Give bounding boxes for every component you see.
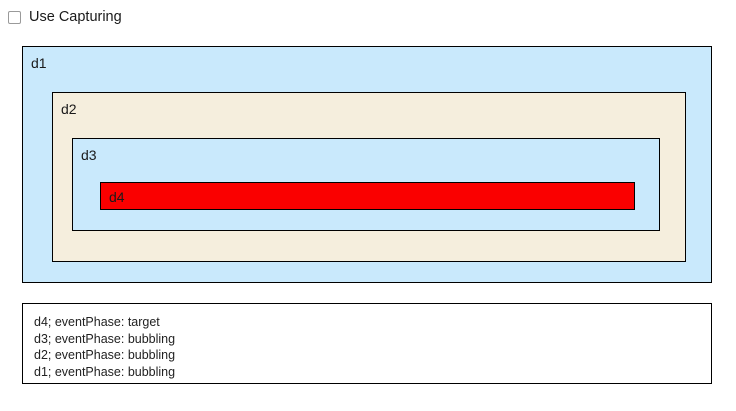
log-line: d3; eventPhase: bubbling bbox=[34, 331, 176, 346]
box-d3-label: d3 bbox=[81, 147, 97, 163]
box-d4-label: d4 bbox=[109, 189, 125, 205]
log-line: d2; eventPhase: bubbling bbox=[34, 348, 176, 362]
log-line: d4; eventPhase: target bbox=[34, 315, 160, 329]
use-capturing-label: Use Capturing bbox=[29, 8, 122, 25]
box-d3[interactable]: d3 d4 bbox=[72, 138, 660, 231]
box-d1-label: d1 bbox=[31, 55, 47, 71]
checkbox-unchecked-icon[interactable] bbox=[8, 10, 21, 24]
log-line: d1; eventPhase: bubbling bbox=[34, 364, 176, 379]
event-log-panel: d4; eventPhase: target d3; eventPhase: b… bbox=[22, 303, 712, 384]
box-d2-label: d2 bbox=[61, 101, 77, 117]
use-capturing-control[interactable]: Use Capturing bbox=[8, 7, 122, 27]
box-d4[interactable]: d4 bbox=[100, 182, 635, 210]
box-d1[interactable]: d1 d2 d3 d4 bbox=[22, 46, 712, 283]
box-d2[interactable]: d2 d3 d4 bbox=[52, 92, 686, 262]
